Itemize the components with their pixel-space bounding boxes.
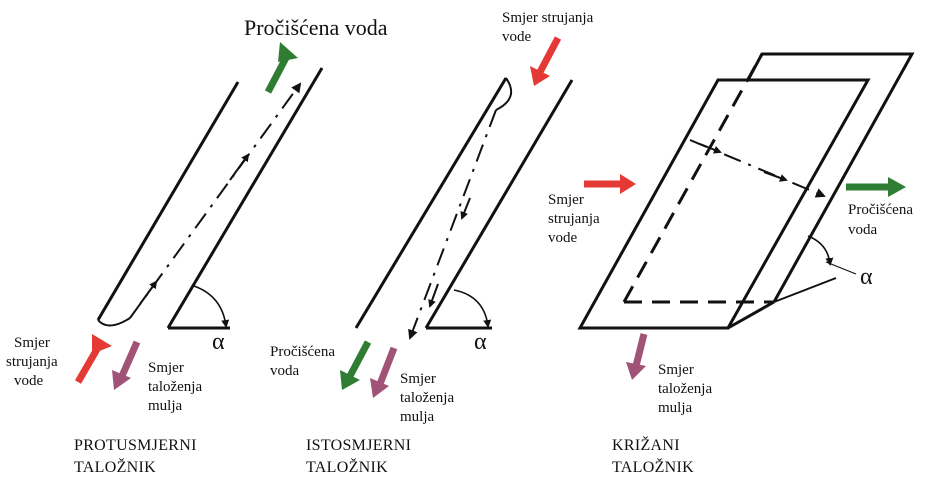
sludge-arrow	[376, 346, 398, 386]
flow-arrow	[699, 143, 722, 154]
plate-right	[424, 79, 574, 329]
flow-path	[129, 82, 302, 319]
plate-connector	[773, 277, 837, 303]
plate-right	[166, 67, 324, 329]
angle-arc	[807, 235, 834, 266]
sludge-arrowhead	[626, 362, 646, 380]
plate-back	[746, 52, 915, 303]
clean-water-arrowhead	[340, 370, 360, 390]
plate-left	[96, 81, 240, 321]
angle-arc	[193, 285, 230, 328]
sludge-arrowhead	[112, 370, 131, 390]
sludge-arrow	[118, 340, 141, 378]
inflow-label-line2: vode	[502, 29, 532, 45]
flow-arrow	[763, 171, 788, 182]
caption-line1: ISTOSMJERNI	[306, 437, 411, 454]
flow-arrow	[460, 197, 471, 220]
inflow-arrowhead	[530, 66, 550, 86]
sludge-label-line2: taloženja	[658, 381, 712, 397]
sludge-label-line3: mulja	[658, 400, 693, 416]
clean-water-label-line1: Pročišćena	[270, 344, 335, 360]
inflow-label-line2: strujanja	[548, 211, 600, 227]
caption-line1: KRIŽANI	[612, 435, 680, 454]
sludge-label-line1: Smjer	[400, 371, 436, 387]
plate-front	[577, 78, 871, 330]
clean-water-label: Pročišćena voda	[244, 15, 388, 40]
hidden-edge	[622, 53, 764, 303]
sludge-label-line1: Smjer	[148, 360, 184, 376]
panel-coflow: α Smjer strujanja vode Pročišćena voda S…	[270, 10, 594, 476]
clean-water-arrow	[346, 340, 372, 378]
plate-connector	[727, 300, 775, 330]
sludge-label-line2: taloženja	[148, 379, 202, 395]
flow-arrow	[139, 280, 158, 305]
flow-arrow	[229, 153, 250, 181]
flow-path	[689, 139, 826, 198]
caption-line2: TALOŽNIK	[74, 457, 156, 476]
sludge-label-line3: mulja	[148, 398, 183, 414]
angle-symbol: α	[212, 329, 225, 355]
plate-curve	[495, 77, 513, 111]
inflow-label-line3: vode	[14, 373, 44, 389]
angle-symbol: α	[474, 329, 487, 355]
inflow-label-line2: strujanja	[6, 354, 58, 370]
flow-arrow	[428, 283, 439, 308]
clean-water-arrowhead	[278, 42, 298, 62]
angle-pointer	[825, 261, 857, 275]
inflow-label-line3: vode	[548, 230, 578, 246]
sludge-label-line1: Smjer	[658, 362, 694, 378]
inflow-label-line1: Smjer	[548, 192, 584, 208]
caption-line2: TALOŽNIK	[612, 457, 694, 476]
clean-water-arrowhead	[888, 177, 906, 197]
inflow-label-line1: Smjer strujanja	[502, 10, 594, 26]
angle-symbol: α	[860, 264, 873, 290]
panel-counterflow: α Pročišćena voda Smjer strujanja vode S…	[6, 15, 388, 476]
sludge-label-line3: mulja	[400, 409, 435, 425]
sludge-label-line2: taloženja	[400, 390, 454, 406]
plate-curve	[97, 317, 131, 327]
sludge-arrow	[632, 333, 648, 367]
caption-line1: PROTUSMJERNI	[74, 437, 197, 454]
plate-left	[354, 77, 508, 329]
panel-crossflow: α Smjer strujanja vode Pročišćena voda S…	[548, 52, 915, 476]
sludge-arrowhead	[370, 378, 389, 398]
flow-path	[408, 109, 497, 340]
caption-line2: TALOŽNIK	[306, 457, 388, 476]
angle-arc	[453, 289, 492, 328]
inflow-arrowhead	[620, 174, 636, 194]
inflow-arrowhead	[92, 334, 112, 354]
clean-water-label-line2: voda	[848, 222, 878, 238]
clean-water-label-line1: Pročišćena	[848, 202, 913, 218]
clean-water-label-line2: voda	[270, 363, 300, 379]
inflow-label-line1: Smjer	[14, 335, 50, 351]
inflow-arrow	[536, 36, 562, 74]
